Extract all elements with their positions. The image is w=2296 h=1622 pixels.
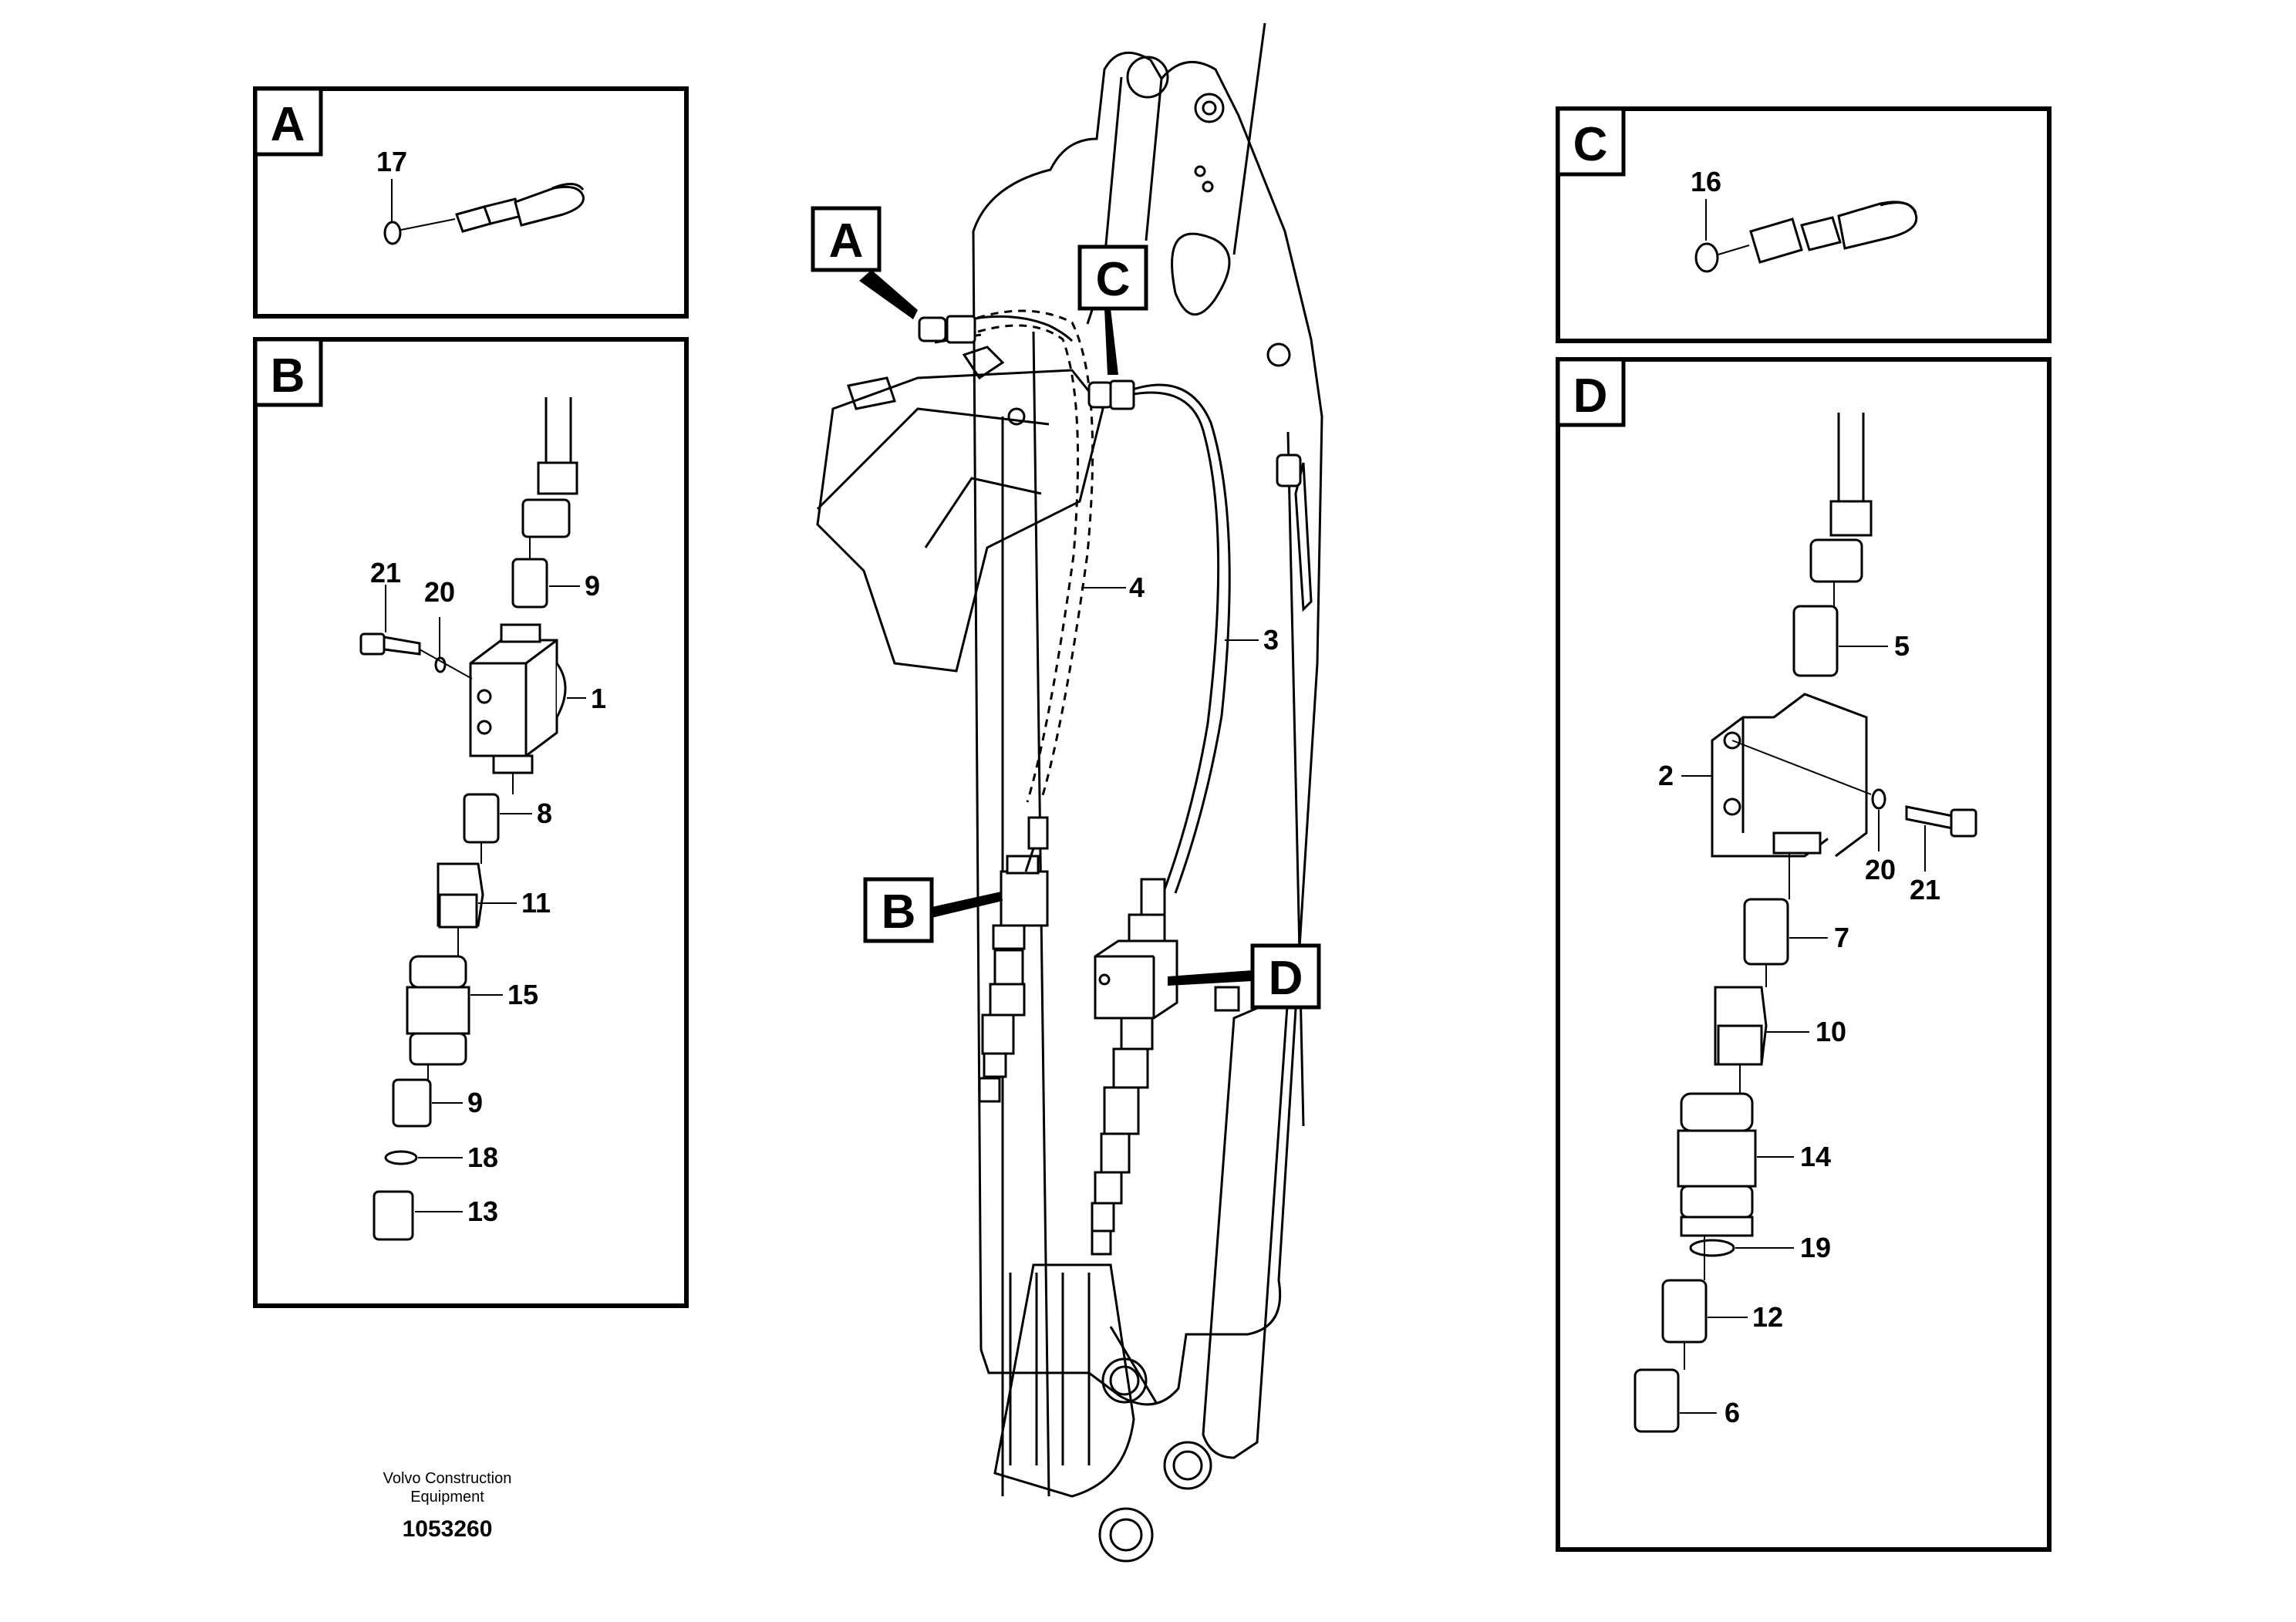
adapter-7 (1743, 898, 1789, 966)
detail-panel-b: B (253, 337, 689, 1308)
svg-text:D: D (1269, 952, 1303, 1005)
hose-nut-d (1809, 538, 1863, 583)
boom-arm-drawing (816, 22, 1323, 1563)
part-label-5: 5 (1894, 630, 1910, 662)
panel-d-letter: D (1573, 369, 1608, 423)
part-label-6: 6 (1725, 1397, 1740, 1428)
part-label-21-d: 21 (1910, 874, 1940, 905)
part-label-13: 13 (467, 1195, 498, 1227)
hose-fitting-c (1749, 201, 1918, 264)
hose-4 (932, 309, 1094, 803)
o-ring-17 (383, 221, 402, 245)
part-label-14: 14 (1800, 1141, 1831, 1172)
part-label-10: 10 (1816, 1016, 1846, 1047)
hose-end-a (918, 315, 976, 344)
part-label-12: 12 (1752, 1301, 1783, 1333)
footer: Volvo Construction Equipment 1053260 (383, 1470, 512, 1542)
part-label-21-b: 21 (370, 557, 401, 588)
part-label-17: 17 (376, 146, 407, 177)
part-label-7: 7 (1834, 922, 1849, 953)
callout-a: A (811, 206, 918, 319)
callout-b: B (863, 877, 1003, 943)
part-label-1: 1 (591, 683, 606, 714)
bolt-21-b (359, 632, 421, 656)
panel-a-letter: A (271, 98, 305, 151)
adapter-9-top (511, 558, 548, 609)
o-ring-19 (1689, 1239, 1735, 1257)
part-label-16: 16 (1691, 166, 1721, 197)
coupling-block-1 (469, 623, 567, 774)
adapter-6 (1633, 1368, 1680, 1433)
part-label-3: 3 (1263, 624, 1279, 656)
hose-fitting-a (455, 183, 585, 233)
part-label-9-b-bottom: 9 (467, 1087, 483, 1118)
part-label-20-d: 20 (1865, 854, 1896, 885)
callout-d: D (1168, 943, 1321, 1010)
svg-text:A: A (829, 214, 864, 268)
adapter-9-bottom (392, 1078, 432, 1128)
washer-20-d (1871, 788, 1886, 810)
part-label-2: 2 (1658, 760, 1674, 791)
detail-panel-a: A 17 (253, 86, 689, 319)
hose-nut-b (521, 498, 571, 538)
detail-panel-c: C 16 (1556, 106, 2052, 343)
adapter-13 (373, 1190, 414, 1241)
washer-20-b (434, 656, 447, 673)
company-line-2: Equipment (410, 1489, 484, 1506)
svg-text:C: C (1096, 253, 1131, 306)
part-label-20-b: 20 (424, 576, 455, 608)
adapter-5 (1792, 605, 1839, 677)
hose-3 (1087, 379, 1231, 899)
svg-text:B: B (882, 885, 916, 939)
quick-coupler-15 (406, 955, 470, 1066)
o-ring-16 (1694, 242, 1719, 273)
quick-coupler-14 (1677, 1092, 1757, 1237)
drawing-number: 1053260 (403, 1516, 493, 1542)
part-label-19: 19 (1800, 1232, 1831, 1263)
part-label-9-b-top: 9 (585, 570, 600, 602)
coupling-stack-d-main (1091, 878, 1178, 1256)
coupling-block-2 (1711, 693, 1868, 858)
company-line-1: Volvo Construction (383, 1470, 512, 1487)
part-label-11: 11 (521, 887, 551, 919)
callout-c: C (1077, 244, 1148, 375)
coupling-stack-b-main (978, 816, 1049, 1103)
panel-b-letter: B (271, 349, 305, 403)
detail-panel-d: D (1556, 357, 2052, 1552)
part-label-18: 18 (467, 1141, 498, 1173)
adapter-8 (463, 793, 500, 844)
part-label-8: 8 (537, 798, 552, 829)
panel-c-letter: C (1573, 118, 1608, 171)
adapter-12 (1661, 1279, 1708, 1344)
o-ring-18 (384, 1150, 418, 1165)
part-label-4: 4 (1129, 572, 1145, 603)
bolt-21-d (1905, 805, 1977, 838)
part-label-15: 15 (507, 979, 538, 1010)
